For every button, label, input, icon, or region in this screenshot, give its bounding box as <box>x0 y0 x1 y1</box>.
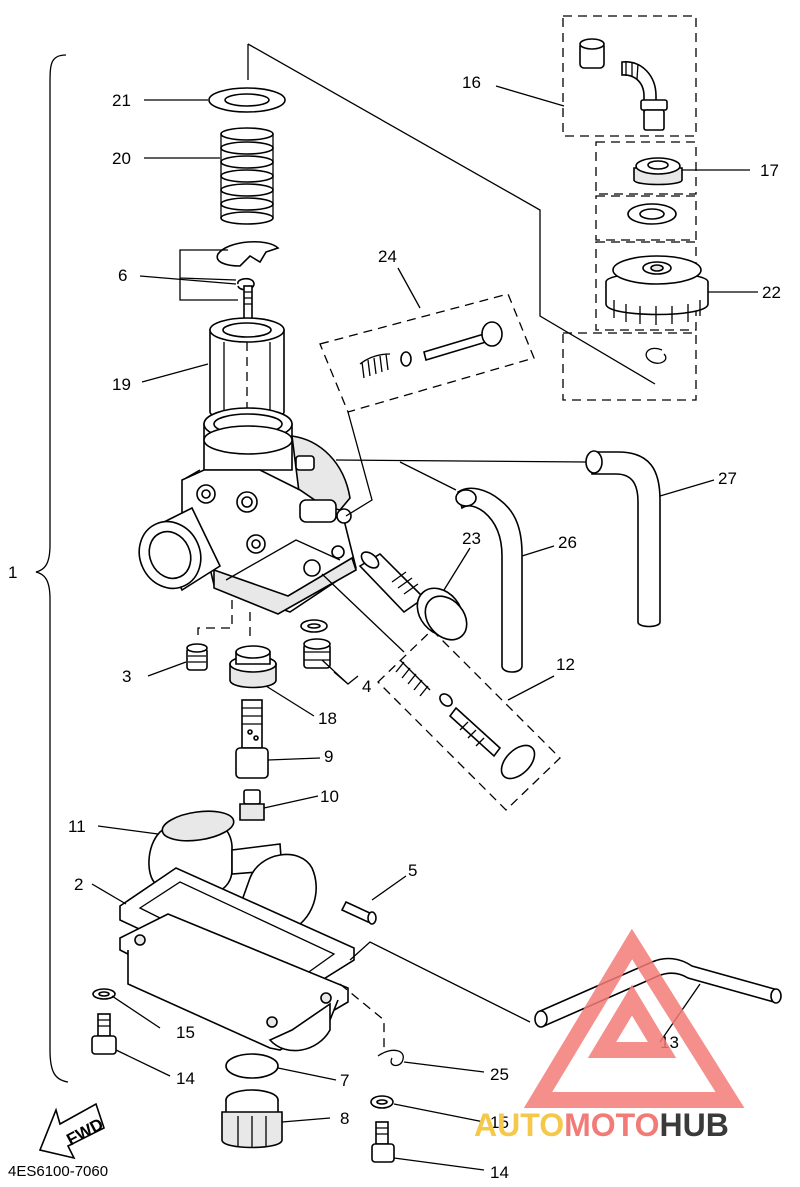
dashed-box-oring <box>595 195 697 241</box>
callout-5: 5 <box>408 861 417 880</box>
gasket-part-7 <box>225 1053 279 1079</box>
needle-jet-part-9 <box>235 699 269 779</box>
leader-21-to-clip <box>247 43 656 385</box>
dashed-box-clip <box>562 332 697 401</box>
callout-14-right: 14 <box>490 1163 509 1182</box>
callout-16: 16 <box>462 73 481 92</box>
screw-part-3 <box>186 643 208 671</box>
washer-part-15-right <box>370 1095 394 1109</box>
callout-19: 19 <box>112 375 131 394</box>
callout-4: 4 <box>362 677 371 696</box>
float-bowl <box>119 913 349 1052</box>
callout-23: 23 <box>462 529 481 548</box>
leader-24-body <box>345 411 373 517</box>
throttle-valve-part-19 <box>209 317 285 421</box>
hose-part-27 <box>591 451 661 628</box>
callout-24: 24 <box>378 247 397 266</box>
callout-1: 1 <box>8 563 17 582</box>
washer-part-15-left <box>92 988 116 1000</box>
diagram-code: 4ES6100-7060 <box>8 1163 108 1180</box>
leader-13-bowl <box>349 941 531 1023</box>
dashed-box-16 <box>562 15 697 137</box>
drain-hose-end-left <box>534 1010 548 1028</box>
drain-hose-end-right <box>770 988 782 1004</box>
nut-part-17 <box>633 157 683 186</box>
callout-9: 9 <box>324 747 333 766</box>
callout-25: 25 <box>490 1065 509 1084</box>
plate-part-6 <box>216 240 280 291</box>
forward-arrow-icon: FWD <box>38 1102 107 1160</box>
callout-15-right: 15 <box>490 1113 509 1132</box>
hose-27-end <box>585 450 603 474</box>
callout-2: 2 <box>74 875 83 894</box>
callout-8: 8 <box>340 1109 349 1128</box>
pin-part-5 <box>340 900 377 925</box>
screw-part-14-left <box>91 1013 117 1055</box>
choke-plunger-part-23 <box>358 551 468 641</box>
clip-part-25 <box>377 1049 404 1067</box>
washer-part-4 <box>300 619 328 633</box>
hose-part-26 <box>457 487 523 673</box>
callout-14-left: 14 <box>176 1069 195 1088</box>
watermark-text: AUTOMOTOHUB <box>474 1107 729 1143</box>
dashed-box-24 <box>319 293 535 413</box>
callout-21: 21 <box>112 91 131 110</box>
automotohub-watermark-logo: AUTOMOTOHUB <box>474 928 745 1143</box>
callout-20: 20 <box>112 149 131 168</box>
leader-12-body <box>321 573 405 653</box>
callout-6: 6 <box>118 266 127 285</box>
callout-27: 27 <box>718 469 737 488</box>
callout-26: 26 <box>558 533 577 552</box>
bracket-6 <box>179 249 238 301</box>
callout-12: 12 <box>556 655 575 674</box>
callout-7: 7 <box>340 1071 349 1090</box>
callout-15-left: 15 <box>176 1023 195 1042</box>
callout-18: 18 <box>318 709 337 728</box>
callout-22: 22 <box>762 283 781 302</box>
hose-26-end <box>455 489 477 507</box>
pilot-screw-set-part-24 <box>359 321 503 379</box>
clip-part <box>645 347 667 364</box>
spring-part-20 <box>220 127 274 225</box>
air-screw-set-part-12 <box>395 659 536 780</box>
throttle-cap-part-22 <box>605 255 709 325</box>
washer-part-21 <box>208 87 286 113</box>
centerline-25 <box>339 983 385 1050</box>
watermark-text-hub: HUB <box>659 1107 728 1143</box>
carburetor-body <box>138 407 357 615</box>
main-jet-part-10 <box>239 789 265 821</box>
dashed-box-17 <box>595 141 697 195</box>
drain-plug-part-8 <box>221 1089 283 1149</box>
watermark-text-moto: MOTO <box>564 1107 659 1143</box>
oring-part <box>627 203 677 225</box>
screw-part-14-right <box>371 1121 395 1163</box>
centerline-3 <box>197 600 233 640</box>
callout-11: 11 <box>68 817 86 836</box>
dashed-box-12 <box>377 629 561 811</box>
callout-17: 17 <box>760 161 779 180</box>
needle-jet-holder-part-18 <box>229 645 277 689</box>
elbow-fitting-part-16 <box>579 38 668 131</box>
leader-hoses <box>335 459 587 491</box>
callout-3: 3 <box>122 667 131 686</box>
callout-10: 10 <box>320 787 339 806</box>
assembly-bracket <box>35 54 69 1083</box>
watermark-text-auto: AUTO <box>474 1107 564 1143</box>
